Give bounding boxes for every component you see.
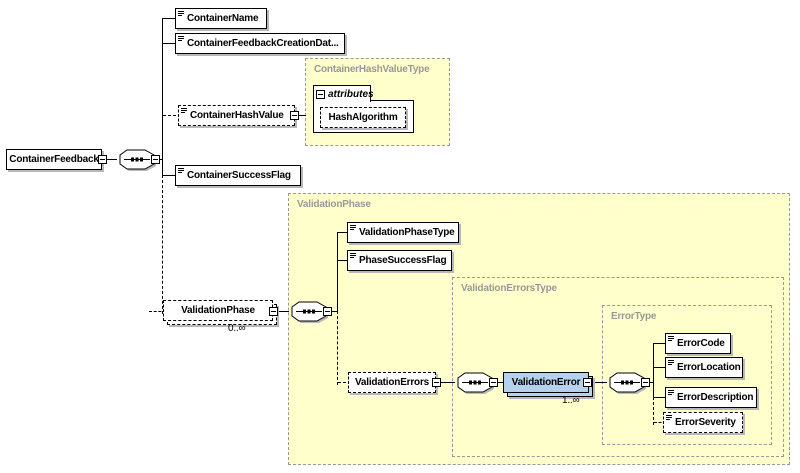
element-label: ErrorDescription (677, 392, 754, 403)
collapse-icon[interactable] (98, 155, 107, 164)
element-container-success-flag[interactable]: ContainerSuccessFlag (175, 165, 301, 186)
element-validation-error[interactable]: ValidationError (503, 372, 593, 397)
collapse-icon[interactable] (269, 307, 278, 316)
element-error-description[interactable]: ErrorDescription (665, 387, 757, 408)
text-content-icon (666, 415, 672, 421)
connector-line (338, 232, 348, 233)
connector-line (163, 43, 175, 44)
collapse-icon[interactable] (316, 89, 325, 99)
element-validation-phase-type[interactable]: ValidationPhaseType (347, 222, 459, 243)
connector-line (299, 115, 306, 116)
connector-line (337, 232, 338, 311)
connector-line (332, 311, 338, 312)
connector-line (162, 175, 163, 314)
connector-line (278, 311, 289, 312)
element-label: ContainerSuccessFlag (187, 170, 291, 181)
text-content-icon (350, 253, 356, 259)
collapse-icon[interactable] (583, 378, 592, 387)
connector-line (654, 343, 665, 344)
connector-line (163, 175, 175, 176)
element-error-code[interactable]: ErrorCode (665, 333, 731, 354)
connector-line (163, 18, 175, 19)
element-label: ErrorSeverity (675, 417, 736, 428)
typebox-title: ValidationPhase (297, 199, 371, 210)
connector-line (441, 382, 455, 383)
connector-line (149, 311, 166, 312)
connector-line (337, 311, 338, 385)
element-container-name[interactable]: ContainerName (175, 8, 267, 29)
typebox-error-type: ErrorType (602, 305, 772, 445)
collapse-icon[interactable] (290, 111, 299, 120)
connector-line (654, 422, 666, 423)
typebox-title: ValidationErrorsType (461, 283, 557, 294)
element-label: ContainerName (187, 13, 259, 24)
text-content-icon (668, 360, 674, 366)
element-error-location[interactable]: ErrorLocation (665, 357, 743, 378)
element-container-hash-value[interactable]: ContainerHashValue (178, 105, 295, 126)
attributes-label: attributes (328, 88, 374, 100)
connector-line (498, 382, 503, 383)
element-container-feedback-creation-date[interactable]: ContainerFeedbackCreationDat... (175, 33, 345, 54)
element-validation-phase[interactable]: ValidationPhase (163, 300, 277, 325)
typebox-title: ContainerHashValueType (314, 64, 430, 75)
element-label: ContainerFeedbackCreationDat... (187, 38, 339, 49)
connector-line (654, 367, 665, 368)
connector-line (653, 343, 654, 397)
element-container-feedback[interactable]: ContainerFeedback (6, 149, 102, 170)
element-label: PhaseSuccessFlag (359, 255, 447, 266)
collapse-icon[interactable] (489, 378, 498, 387)
text-content-icon (668, 390, 674, 396)
connector-line (107, 159, 117, 160)
sequence-icon[interactable] (117, 147, 157, 173)
typebox-validation-errors-type: ValidationErrorsType (452, 277, 784, 457)
collapse-icon[interactable] (641, 378, 650, 387)
attributes-tab[interactable]: attributes (313, 85, 374, 102)
element-error-severity[interactable]: ErrorSeverity (663, 412, 743, 433)
collapse-icon[interactable] (323, 307, 332, 316)
sequence-icon[interactable] (455, 370, 495, 396)
text-content-icon (178, 168, 184, 174)
sequence-icon[interactable] (607, 370, 647, 396)
connector-line (338, 260, 348, 261)
element-validation-errors[interactable]: ValidationErrors (348, 372, 436, 393)
connector-line (162, 18, 163, 175)
occurrence-label: 1..∞ (562, 395, 580, 406)
connector-line (163, 115, 181, 116)
text-content-icon (350, 225, 356, 231)
text-content-icon (178, 11, 184, 17)
element-label: ErrorCode (677, 338, 725, 349)
sequence-icon[interactable] (289, 299, 329, 325)
text-content-icon (178, 36, 184, 42)
element-label: ContainerHashValue (190, 110, 284, 121)
collapse-icon[interactable] (151, 155, 160, 164)
typebox-title: ErrorType (611, 311, 657, 322)
element-label: ErrorLocation (677, 362, 741, 373)
occurrence-label: 0..∞ (228, 323, 246, 334)
connector-line (653, 397, 654, 425)
element-label: ValidationPhaseType (359, 227, 455, 238)
attribute-hash-algorithm[interactable]: HashAlgorithm (320, 107, 406, 128)
connector-line (338, 382, 351, 383)
connector-line (160, 159, 163, 160)
connector-line (592, 382, 607, 383)
element-phase-success-flag[interactable]: PhaseSuccessFlag (347, 250, 452, 271)
connector-line (654, 397, 665, 398)
text-content-icon (181, 108, 187, 114)
connector-line (650, 382, 654, 383)
text-content-icon (668, 336, 674, 342)
collapse-icon[interactable] (432, 378, 441, 387)
